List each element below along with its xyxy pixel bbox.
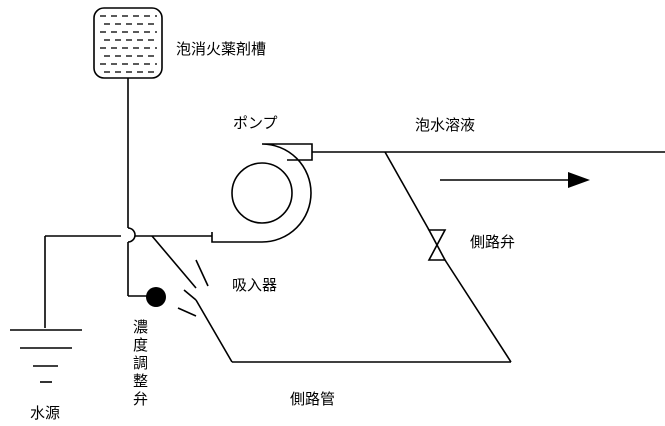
water-source-label: 水源 — [30, 404, 60, 422]
foam-tank-label: 泡消火薬剤槽 — [176, 40, 266, 58]
arrow-right-icon — [440, 172, 590, 188]
svg-text:整: 整 — [133, 372, 148, 390]
concentration-valve-label: 濃 度 調 整 弁 — [133, 318, 148, 408]
inductor-icon — [151, 235, 233, 363]
pump-icon — [211, 143, 313, 243]
inductor-label: 吸入器 — [232, 276, 277, 294]
pump-label: ポンプ — [233, 114, 278, 132]
tank-icon — [93, 7, 163, 79]
concentration-valve-icon — [146, 287, 166, 307]
valve-icon — [427, 229, 447, 261]
svg-text:度: 度 — [133, 336, 148, 354]
svg-text:調: 調 — [133, 354, 148, 372]
svg-text:濃: 濃 — [133, 318, 148, 336]
tank-supply-pipe — [127, 78, 150, 297]
water-source-icon — [10, 236, 82, 383]
svg-text:弁: 弁 — [133, 390, 148, 408]
foam-solution-label: 泡水溶液 — [415, 116, 475, 134]
bypass-pipe-label: 側路管 — [290, 390, 335, 408]
bypass-valve-label: 側路弁 — [470, 233, 515, 251]
bypass-pipe — [232, 151, 512, 363]
